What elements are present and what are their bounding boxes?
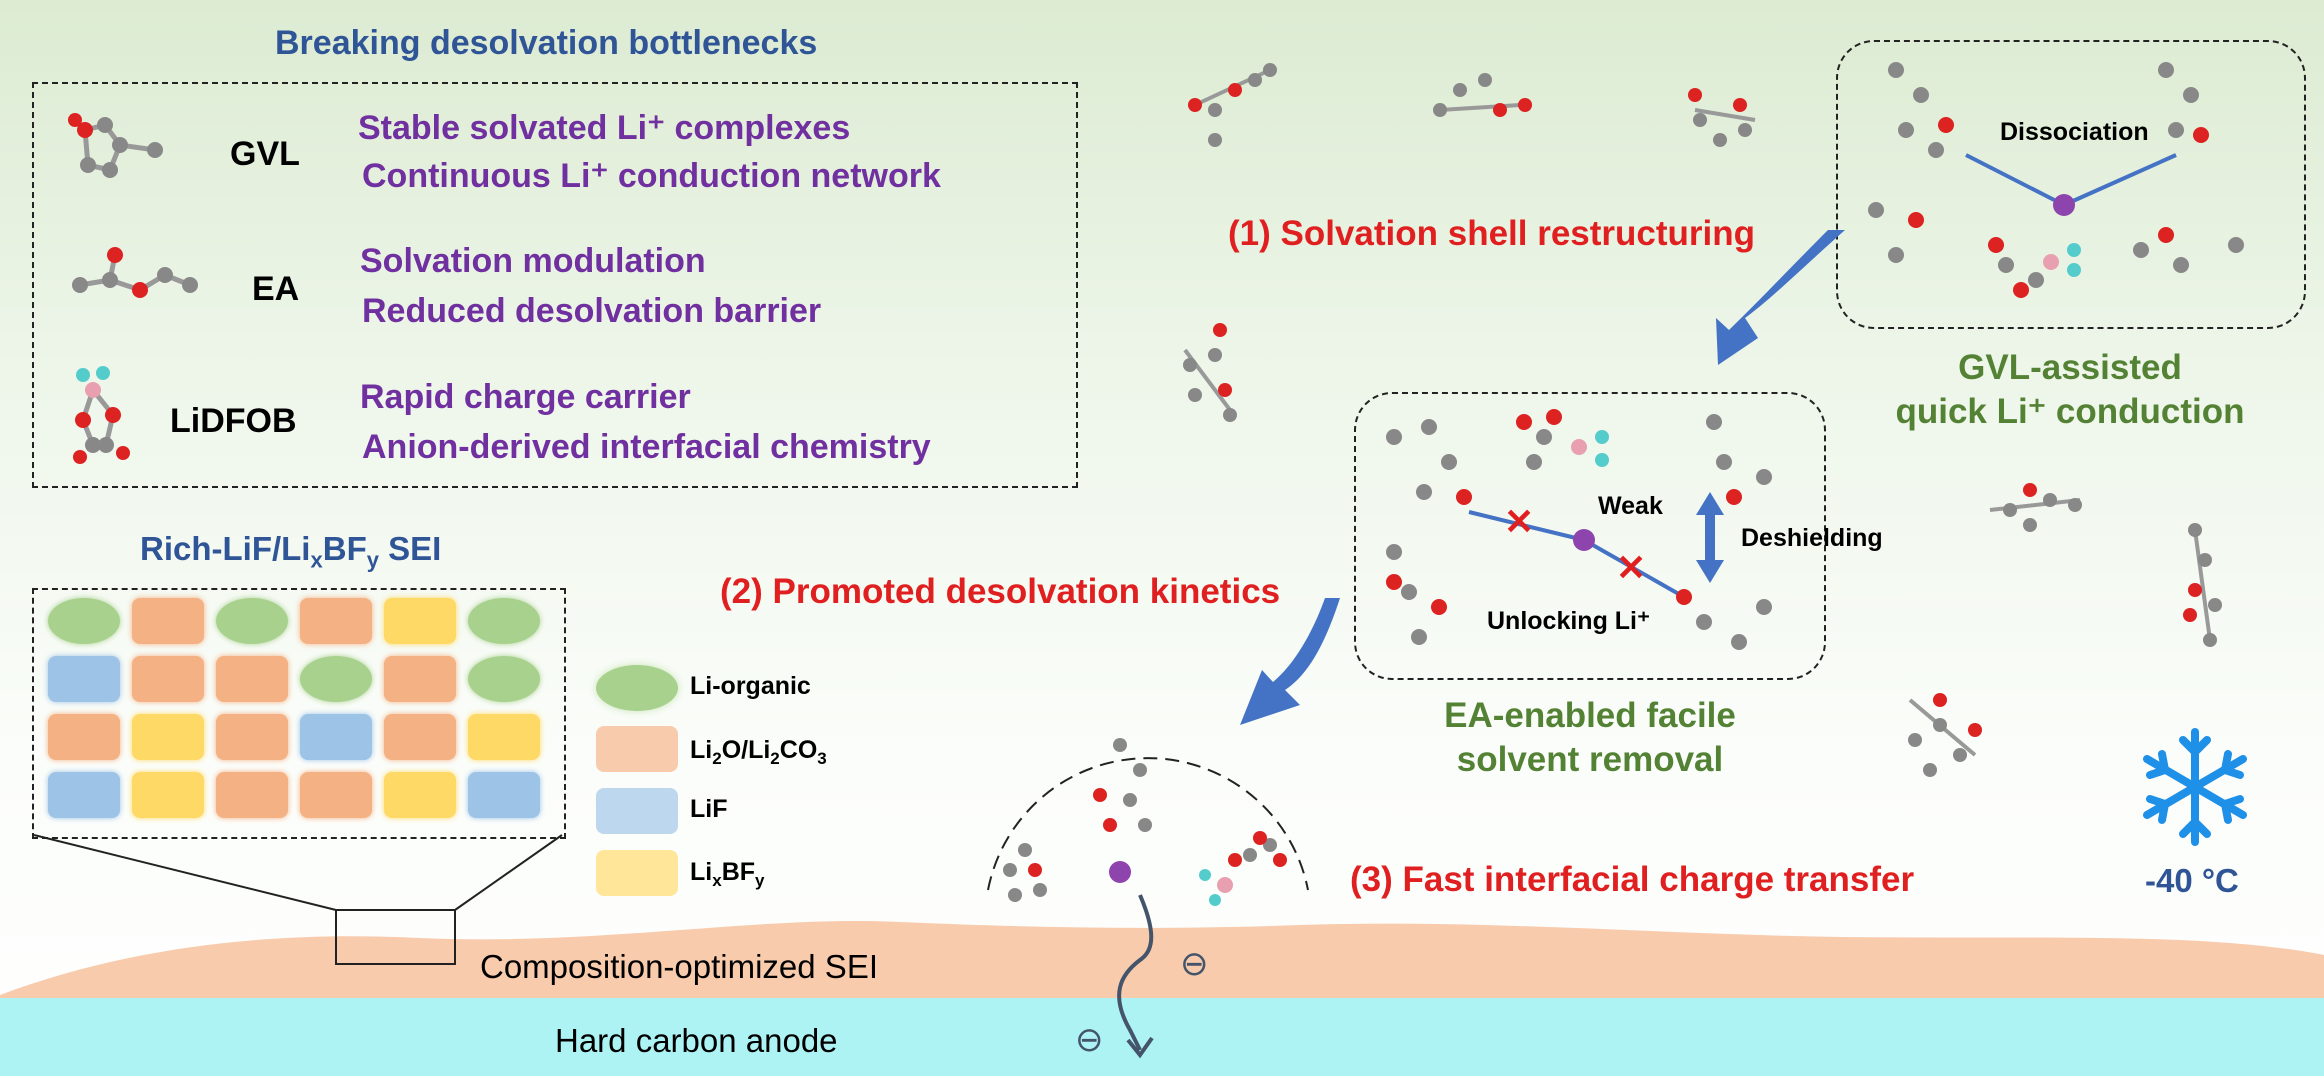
ea-line2: Reduced desolvation barrier [362, 292, 822, 330]
lidfob-line2: Anion-derived interfacial chemistry [362, 428, 931, 466]
legend-swatch-li2o [596, 726, 678, 772]
lidfob-line1: Rapid charge carrier [360, 378, 691, 416]
zoom-lines [33, 834, 563, 965]
svg-text:✕: ✕ [1616, 547, 1646, 588]
legend-swatch-organic [596, 665, 678, 711]
sei-cell-li2o [300, 598, 372, 644]
dissociation-box [1836, 40, 2306, 329]
dissociation-label: Dissociation [2000, 118, 2149, 146]
sei-cell-li2o [384, 656, 456, 702]
sei-cell-li2o [132, 598, 204, 644]
sei-cell-libf [132, 772, 204, 818]
sei-cell-li2o [216, 714, 288, 760]
legend-label-li2o: Li2O/Li2CO3 [690, 736, 827, 768]
gvl-line1: Stable solvated Li⁺ complexes [358, 109, 851, 147]
arrow-step2 [1240, 598, 1340, 725]
component-box [32, 82, 1078, 488]
sei-cell-organic [216, 598, 288, 644]
desolvation-box [1354, 392, 1826, 680]
sei-cell-organic [300, 656, 372, 702]
sei-cell-organic [468, 598, 540, 644]
sei-cell-li2o [216, 772, 288, 818]
legend-swatch-lif [596, 788, 678, 834]
legend-label-organic: Li-organic [690, 672, 811, 700]
desolvation-diagram: ✕ ✕ [1386, 409, 1772, 650]
lidfob-label: LiDFOB [170, 402, 297, 440]
step3-label: (3) Fast interfacial charge transfer [1350, 860, 1915, 899]
sei-cell-li2o [300, 772, 372, 818]
sei-cell-libf [468, 714, 540, 760]
sei-layer-shape [0, 920, 2324, 1000]
sei-cell-organic [468, 656, 540, 702]
lidfob-molecule-icon [73, 366, 130, 464]
deshielding-label: Deshielding [1741, 524, 1883, 552]
ea-label: EA [252, 270, 300, 308]
svg-text:✕: ✕ [1504, 501, 1534, 542]
sei-grid-box [32, 588, 566, 839]
free-gvl-molecule-3 [1183, 323, 1237, 422]
anode-layer-shape [0, 998, 2324, 1076]
temperature-label: -40 °C [2145, 862, 2239, 899]
legend-label-libf: LixBFy [690, 858, 765, 890]
sei-cell-li2o [132, 656, 204, 702]
free-gvl-molecule-5 [1908, 693, 1982, 777]
free-gvl-molecule-1 [1433, 73, 1532, 117]
sei-cell-lif [48, 772, 120, 818]
legend-swatch-libf [596, 850, 678, 896]
free-ea-molecule-1 [1188, 63, 1277, 147]
sei-cell-libf [132, 714, 204, 760]
gvl-line2: Continuous Li⁺ conduction network [362, 157, 941, 195]
anode-label: Hard carbon anode [555, 1022, 838, 1059]
electron-icon: ⊖ [1180, 945, 1209, 983]
free-gvl-molecule-2 [1688, 88, 1756, 147]
sei-cell-li2o [216, 656, 288, 702]
box1-title: Breaking desolvation bottlenecks [275, 24, 818, 62]
sei-cell-libf [384, 598, 456, 644]
gvl-label: GVL [230, 135, 300, 173]
sei-cell-lif [468, 772, 540, 818]
sei-cell-libf [384, 772, 456, 818]
sei-cell-organic [48, 598, 120, 644]
electron-icon-2: ⊖ [1075, 1021, 1104, 1059]
snowflake-icon [2143, 728, 2247, 846]
step2-label: (2) Promoted desolvation kinetics [720, 572, 1281, 611]
ea-line1: Solvation modulation [360, 242, 706, 280]
weak-label: Weak [1598, 492, 1663, 520]
sei-cell-li2o [48, 714, 120, 760]
sei-cell-lif [48, 656, 120, 702]
dissociation-diagram [1868, 62, 2244, 298]
gvl-molecule-icon [68, 113, 163, 178]
legend-label-lif: LiF [690, 795, 728, 823]
deshielding-arrow [1696, 492, 1724, 583]
free-gvl-molecule-4 [1989, 483, 2082, 532]
sei-cell-lif [300, 714, 372, 760]
ea-molecule-icon [72, 247, 198, 298]
unlocking-label: Unlocking Li⁺ [1487, 607, 1651, 635]
sei-cell-li2o [384, 714, 456, 760]
arrow-step1 [1716, 230, 1845, 365]
sei-title: Rich-LiF/LixBFy SEI [140, 530, 442, 573]
interface-solvation-diagram [987, 738, 1309, 1059]
step1-label: (1) Solvation shell restructuring [1228, 214, 1756, 253]
sei-layer-label: Composition-optimized SEI [480, 948, 878, 985]
free-ea-molecule-2 [2183, 523, 2222, 647]
